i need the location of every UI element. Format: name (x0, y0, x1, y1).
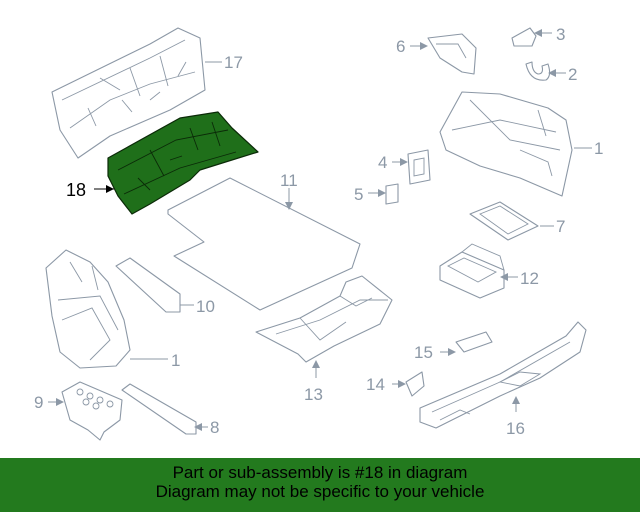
callout-16: 16 (506, 419, 525, 438)
callout-4: 4 (378, 153, 387, 172)
callout-15: 15 (414, 343, 433, 362)
callout-1-left: 1 (171, 351, 180, 370)
part-5-pad[interactable] (385, 183, 399, 205)
callout-2: 2 (568, 65, 577, 84)
part-2-hook[interactable] (525, 61, 551, 81)
part-14-fastener[interactable] (405, 371, 425, 397)
callout-3: 3 (556, 25, 565, 44)
part-17-rear-panel[interactable] (51, 27, 206, 159)
part-3-clip[interactable] (511, 27, 537, 47)
callout-18: 18 (66, 180, 86, 200)
part-16-sill-plate[interactable] (419, 321, 587, 429)
callout-10: 10 (196, 297, 215, 316)
part-8-strip[interactable] (121, 383, 197, 435)
banner-line-1: Part or sub-assembly is #18 in diagram (172, 463, 468, 482)
part-11-floor-mat[interactable] (167, 177, 361, 311)
callout-9: 9 (34, 393, 43, 412)
part-1-side-trim-left[interactable] (45, 249, 131, 369)
part-12-box[interactable] (439, 243, 505, 299)
callout-14: 14 (366, 375, 385, 394)
part-4-bracket[interactable] (407, 149, 431, 185)
part-10-panel[interactable] (115, 257, 181, 313)
callout-7: 7 (556, 217, 565, 236)
callout-5: 5 (354, 185, 363, 204)
callout-8: 8 (210, 418, 219, 437)
callout-1-right: 1 (594, 139, 603, 158)
info-banner: Part or sub-assembly is #18 in diagram D… (0, 458, 640, 512)
part-9-foam-block[interactable] (61, 381, 123, 441)
callout-12: 12 (520, 269, 539, 288)
part-1-side-trim-right[interactable] (439, 91, 573, 197)
callout-13: 13 (304, 385, 323, 404)
part-18-trunk-trim[interactable] (107, 111, 259, 215)
part-7-tray[interactable] (469, 201, 539, 241)
callout-6: 6 (396, 37, 405, 56)
part-6-bracket[interactable] (427, 33, 477, 75)
banner-line-2: Diagram may not be specific to your vehi… (155, 482, 485, 501)
parts-diagram: 17 18 11 1 6 3 2 (34, 25, 603, 441)
part-13-floor-cover[interactable] (255, 275, 393, 363)
part-15-clip[interactable] (455, 331, 493, 353)
callout-17: 17 (224, 53, 243, 72)
callout-11: 11 (280, 171, 298, 190)
